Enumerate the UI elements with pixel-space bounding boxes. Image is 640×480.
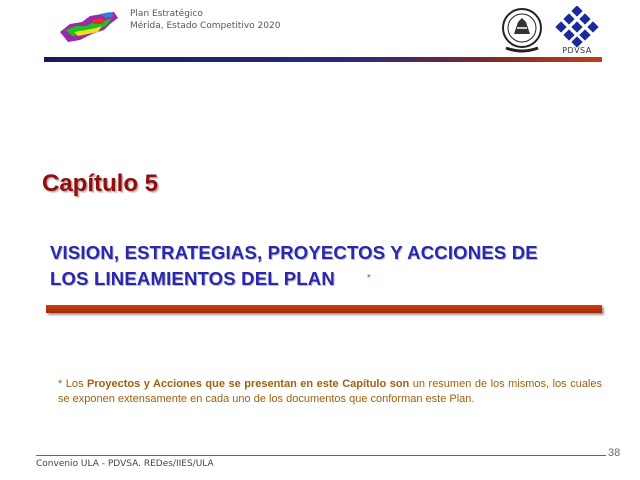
footnote-marker: *	[366, 273, 372, 284]
pdvsa-label: PDVSA	[562, 46, 592, 55]
footnote-bold-2: que se presentan en este Capítulo son	[201, 378, 410, 390]
footnote-star: * Los	[58, 378, 88, 390]
chapter-title: Capítulo 5	[42, 170, 159, 197]
section-title-line-1: VISION, ESTRATEGIAS, PROYECTOS Y ACCIONE…	[50, 242, 538, 263]
page-number: 38	[608, 447, 621, 459]
footer-text: Convenio ULA - PDVSA. REDes/IIES/ULA	[36, 459, 214, 469]
pdvsa-logo-icon	[555, 6, 599, 48]
header-divider	[44, 57, 602, 62]
section-title-line-2-text: LOS LINEAMIENTOS DEL PLAN	[50, 268, 335, 289]
section-divider-bar	[46, 305, 602, 313]
footnote-rest: un resumen de los mismos, los cuales se …	[58, 378, 602, 405]
section-title: VISION, ESTRATEGIAS, PROYECTOS Y ACCIONE…	[50, 240, 625, 292]
header-text: Plan Estratégico Mérida, Estado Competit…	[130, 8, 280, 32]
university-seal-icon	[502, 8, 542, 53]
footnote-bold-1: Proyectos y Acciones	[87, 378, 202, 390]
header-line-2: Mérida, Estado Competitivo 2020	[130, 21, 281, 31]
footer-divider	[36, 455, 606, 456]
map-logo-icon	[60, 12, 118, 42]
header-line-1: Plan Estratégico	[130, 9, 203, 19]
section-title-line-2: LOS LINEAMIENTOS DEL PLAN *	[50, 266, 625, 292]
footnote-text: * Los Proyectos y Acciones que se presen…	[58, 377, 602, 407]
